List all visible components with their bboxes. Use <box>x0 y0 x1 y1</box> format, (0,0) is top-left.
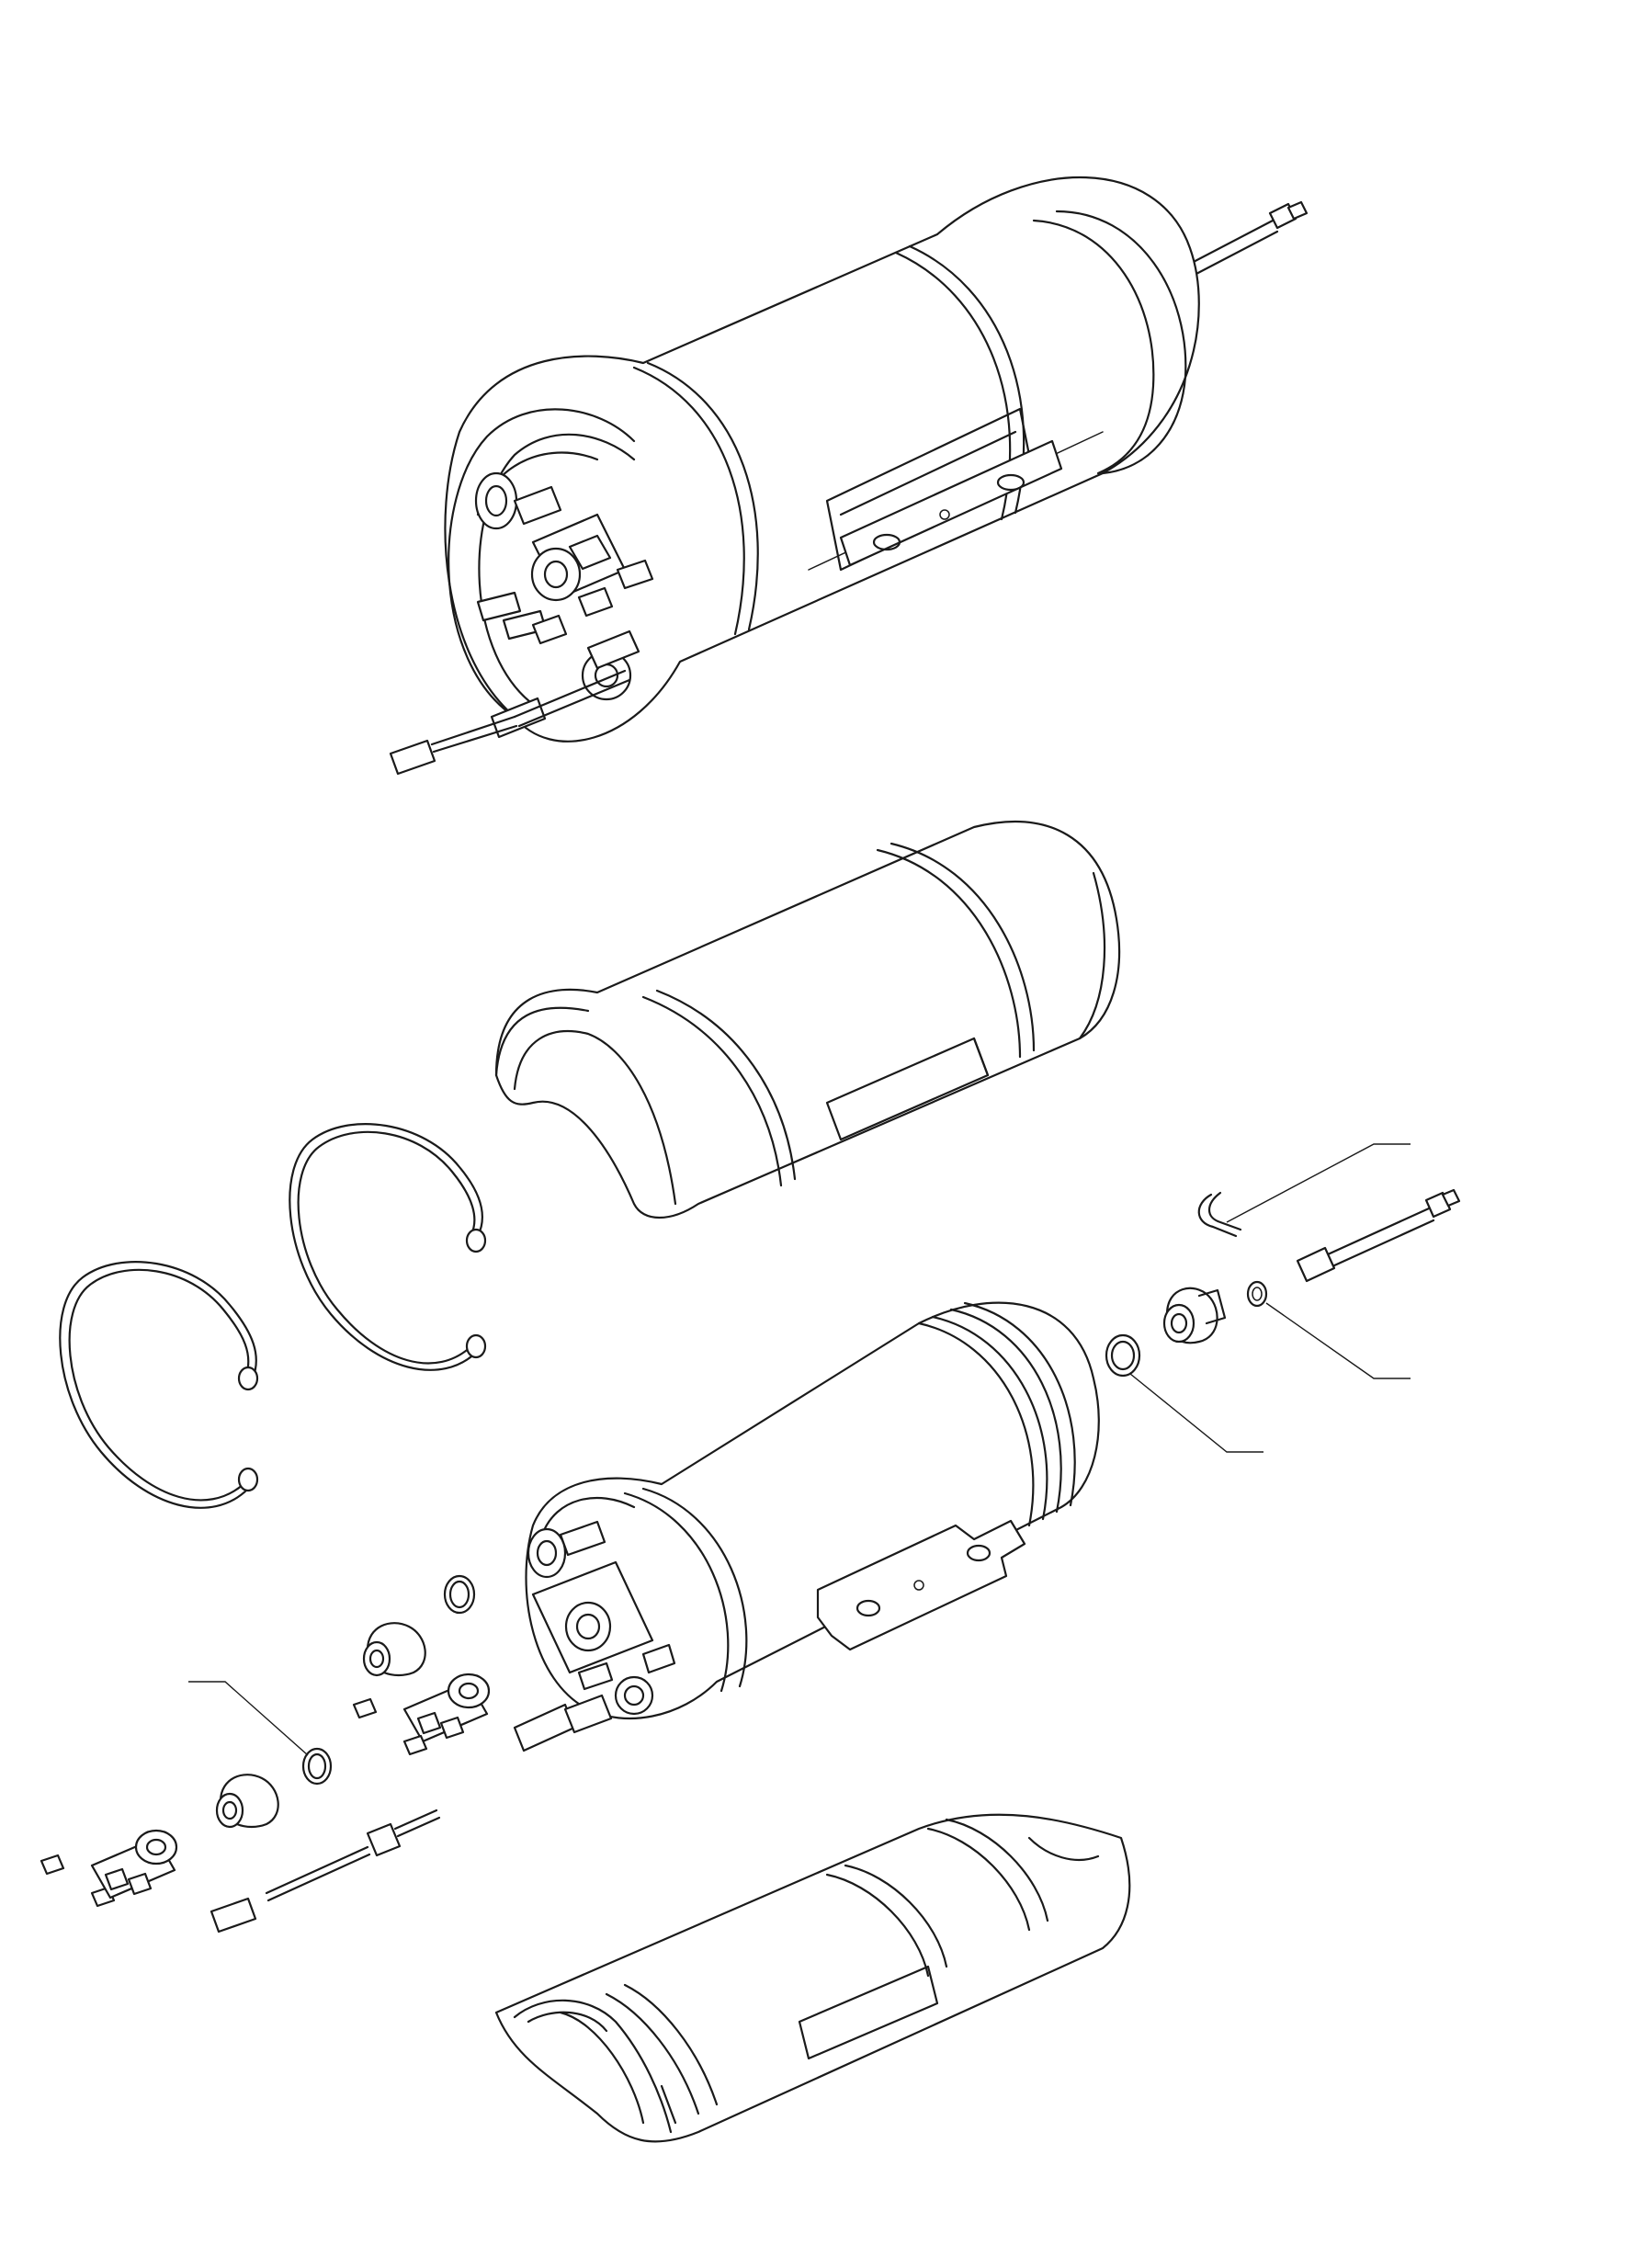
retaining-ring-right <box>289 1123 487 1371</box>
tank-terminal-lug <box>513 1694 613 1752</box>
assembled-terminal-face <box>474 451 654 739</box>
cable-connector <box>210 1897 257 1933</box>
sensor-probe-with-cable <box>265 1809 441 1902</box>
split-pin <box>1197 1191 1242 1238</box>
mounting-bracket <box>816 1519 1026 1651</box>
threaded-fitting-lower <box>215 1774 279 1829</box>
drain-fitting <box>1162 1287 1227 1344</box>
tank-terminal-face <box>527 1520 676 1716</box>
assembled-heater <box>389 176 1309 776</box>
assembled-probe-cable <box>389 669 631 776</box>
o-ring-large <box>1105 1333 1141 1378</box>
seal-washer-leader <box>1265 1302 1411 1379</box>
lower-cover-shell <box>494 1813 1131 2143</box>
upper-cover-shell <box>494 820 1121 1219</box>
o-ring-large-leader <box>1129 1373 1263 1453</box>
retaining-ring-left <box>59 1261 259 1509</box>
element-rod <box>1296 1188 1461 1283</box>
set-screws <box>40 1697 428 1908</box>
thermostat-upper <box>402 1673 491 1743</box>
threaded-fitting <box>362 1622 426 1677</box>
o-ring-side <box>443 1574 476 1615</box>
seal-washer-small <box>1246 1280 1268 1308</box>
split-pin-leader <box>1226 1143 1411 1223</box>
bare-tank <box>513 1301 1100 1752</box>
thermostat-lower <box>90 1829 178 1899</box>
assembled-mounting-bracket <box>839 439 1063 567</box>
o-ring-leader <box>188 1681 309 1756</box>
o-ring-leader-ring <box>301 1747 333 1786</box>
